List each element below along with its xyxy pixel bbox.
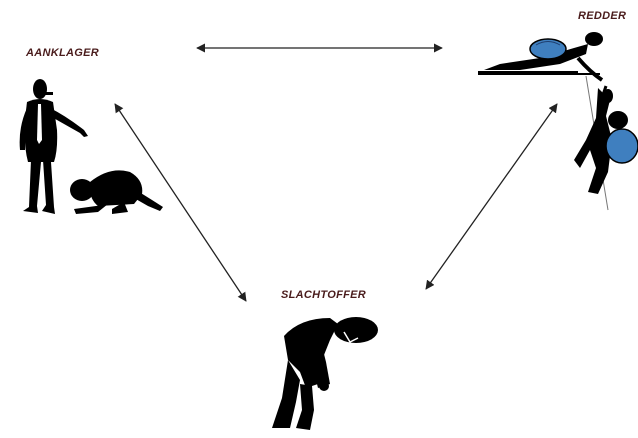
crouching-figure (70, 170, 163, 214)
arrow-rescuer-victim (425, 103, 558, 290)
accuser-figure (19, 79, 88, 214)
victim-label: SLACHTOFFER (281, 289, 366, 301)
victim-figure (272, 317, 378, 430)
rescuer-label: REDDER (578, 10, 627, 22)
arrow-accuser-victim (114, 103, 247, 302)
rescuer-figure (478, 32, 638, 211)
accuser-label: AANKLAGER (26, 47, 99, 59)
